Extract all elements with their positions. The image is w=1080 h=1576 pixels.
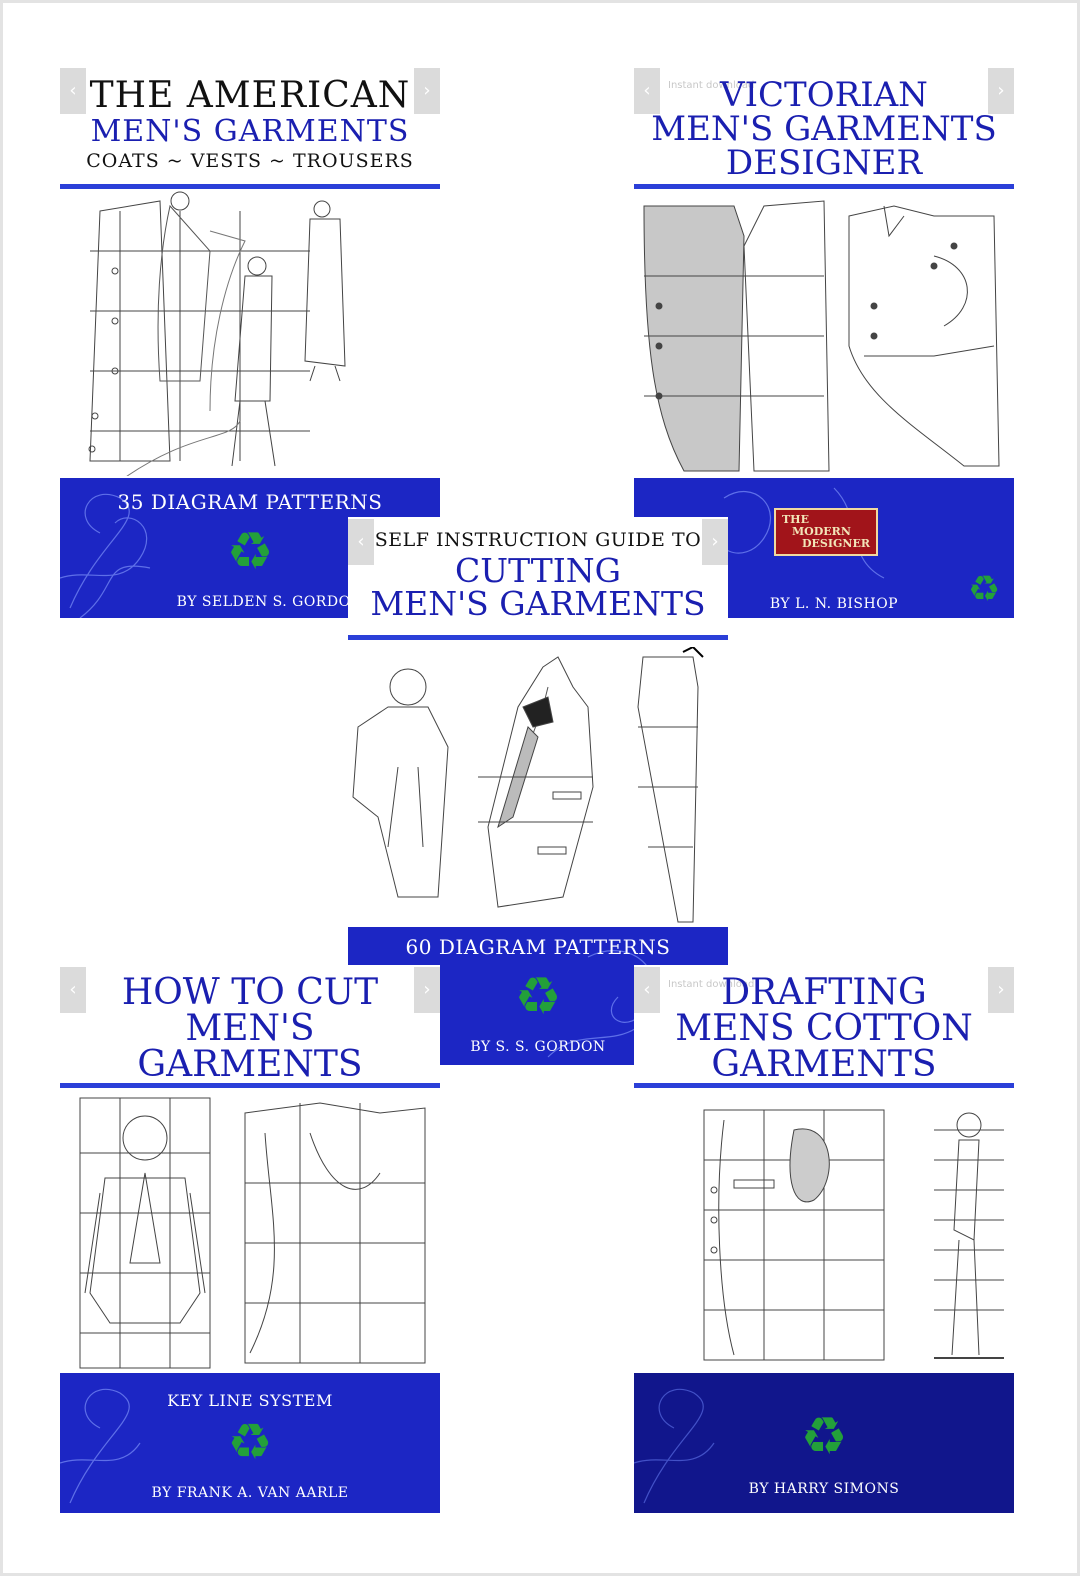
title-line: CUTTING xyxy=(455,551,621,590)
book-cover-drafting-mens-cotton[interactable]: ‹ › Instant download DRAFTING MENS COTTO… xyxy=(634,965,1014,1513)
book-author: BY HARRY SIMONS xyxy=(748,1481,900,1497)
recycle-icon: ♻ xyxy=(800,1407,848,1467)
book-author: BY SELDEN S. GORDON xyxy=(176,594,364,610)
recycle-icon: ♻ xyxy=(226,522,274,582)
book-subtitle: 60 DIAGRAM PATTERNS xyxy=(405,935,671,959)
prev-arrow-icon[interactable]: ‹ xyxy=(348,519,374,565)
cover-title: THE AMERICAN MEN'S GARMENTS COATS ~ VEST… xyxy=(60,78,440,171)
title-line: MEN'S GARMENTS xyxy=(370,584,706,623)
badge-line: THE xyxy=(782,513,809,526)
title-rule xyxy=(634,184,1014,189)
badge-line: MODERN xyxy=(792,525,851,539)
prev-arrow-icon[interactable]: ‹ xyxy=(634,967,660,1013)
overlay-note: Instant download xyxy=(668,80,755,91)
next-arrow-icon[interactable]: › xyxy=(414,68,440,114)
decorative-swirl-icon xyxy=(60,1388,141,1504)
title-line: VICTORIAN xyxy=(720,75,928,115)
pattern-diagram xyxy=(352,647,704,923)
cover-footer-band: KEY LINE SYSTEM ♻ BY FRANK A. VAN AARLE xyxy=(60,1373,440,1513)
recycle-icon: ♻ xyxy=(967,569,1001,610)
title-line: MEN'S xyxy=(185,1008,315,1049)
book-author: BY L. N. BISHOP xyxy=(769,596,899,612)
book-subtitle: KEY LINE SYSTEM xyxy=(167,1391,333,1410)
title-line: DESIGNER xyxy=(725,143,923,183)
title-line: MEN'S GARMENTS xyxy=(651,109,997,149)
title-rule xyxy=(634,1083,1014,1088)
tailor-illustration xyxy=(88,191,346,476)
prev-arrow-icon[interactable]: ‹ xyxy=(60,967,86,1013)
book-cover-how-to-cut[interactable]: ‹ › HOW TO CUT MEN'S GARMENTS KEY LINE S… xyxy=(60,965,440,1513)
cover-footer-band: ♻ BY HARRY SIMONS xyxy=(634,1373,1014,1513)
recycle-icon: ♻ xyxy=(514,967,562,1027)
next-arrow-icon[interactable]: › xyxy=(988,68,1014,114)
prev-arrow-icon[interactable]: ‹ xyxy=(634,68,660,114)
next-arrow-icon[interactable]: › xyxy=(988,967,1014,1013)
next-arrow-icon[interactable]: › xyxy=(414,967,440,1013)
book-author: BY FRANK A. VAN AARLE xyxy=(151,1485,349,1501)
badge-line: DESIGNER xyxy=(802,537,870,551)
title-rule xyxy=(60,184,440,189)
pattern-diagram xyxy=(79,1097,426,1369)
title-line: MENS COTTON xyxy=(675,1008,973,1049)
decorative-swirl-icon xyxy=(634,1388,715,1504)
title-line: SELF INSTRUCTION GUIDE TO xyxy=(374,529,702,551)
decorative-swirl-icon xyxy=(60,493,151,618)
cover-title: HOW TO CUT MEN'S GARMENTS xyxy=(60,975,440,1083)
overlay-note: Instant download xyxy=(668,979,755,990)
title-line: MEN'S GARMENTS xyxy=(90,114,410,149)
pattern-diagram xyxy=(703,1109,1004,1361)
title-line: DRAFTING xyxy=(721,972,927,1013)
book-author: BY S. S. GORDON xyxy=(470,1039,606,1055)
cover-title: DRAFTING MENS COTTON GARMENTS xyxy=(634,975,1014,1083)
book-subtitle: 35 DIAGRAM PATTERNS xyxy=(117,490,383,514)
title-line: GARMENTS xyxy=(137,1044,363,1085)
title-rule xyxy=(348,635,728,640)
pattern-diagram xyxy=(643,200,1000,472)
title-rule xyxy=(60,1083,440,1088)
title-line: HOW TO CUT xyxy=(121,972,379,1013)
recycle-icon: ♻ xyxy=(227,1413,273,1471)
cover-title: SELF INSTRUCTION GUIDE TO CUTTING MEN'S … xyxy=(348,529,728,623)
prev-arrow-icon[interactable]: ‹ xyxy=(60,68,86,114)
modern-designer-badge: THE MODERN DESIGNER xyxy=(774,508,878,557)
title-line: COATS ~ VESTS ~ TROUSERS xyxy=(86,150,414,172)
title-line: GARMENTS xyxy=(711,1044,937,1085)
cover-title: VICTORIAN MEN'S GARMENTS DESIGNER xyxy=(634,78,1014,180)
title-line: THE AMERICAN xyxy=(89,75,411,116)
next-arrow-icon[interactable]: › xyxy=(702,519,728,565)
